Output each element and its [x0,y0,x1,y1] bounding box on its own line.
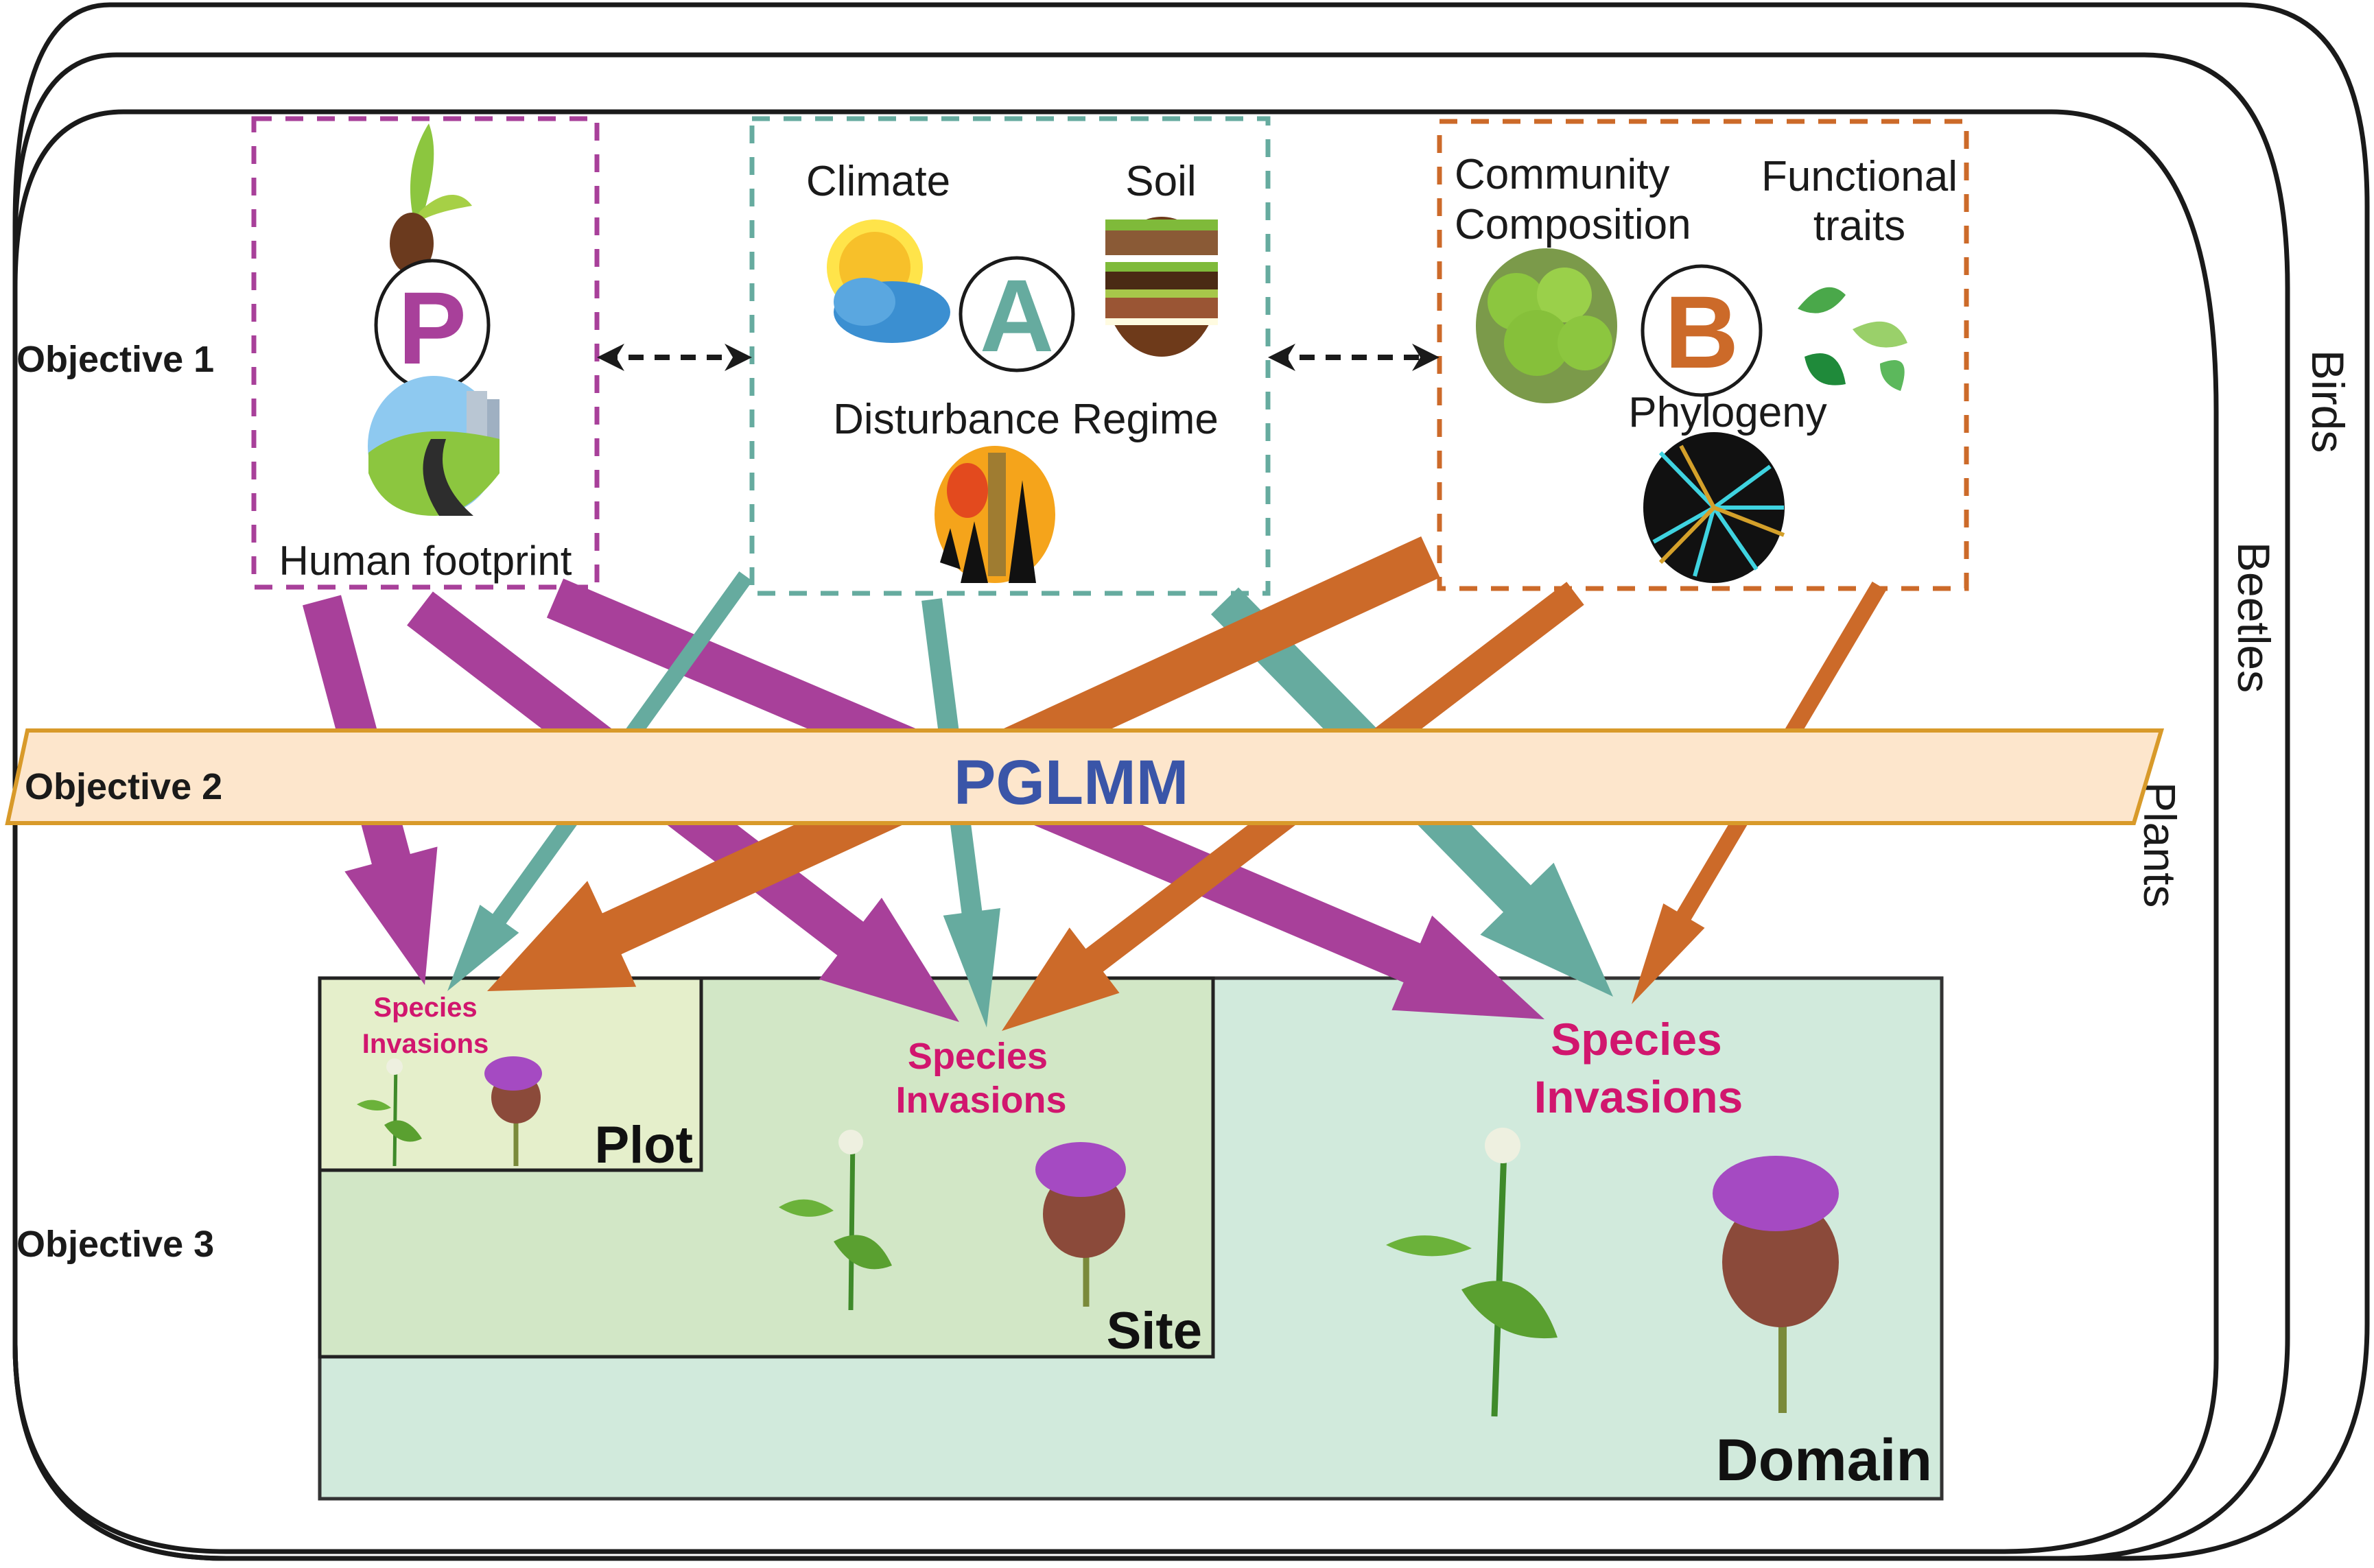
box-a-letter: A [980,258,1054,373]
disturbance-regime-label: Disturbance Regime [833,396,1219,443]
garlic-mustard-icon [779,1130,892,1311]
site-label: Site [1107,1302,1202,1360]
box-p-human-footprint: P Human footprint [251,116,600,590]
thistle-icon [484,1056,542,1166]
plot-invasions-line1: Species [373,993,477,1023]
phylogeny-tree-icon [1643,432,1785,583]
phylogeny-label: Phylogeny [1628,389,1827,436]
community-composition-label-line1: Community [1455,151,1670,198]
plot-invasions-line2: Invasions [362,1029,489,1059]
human-footprint-label: Human footprint [279,538,572,584]
frame-label-plants: Plants [2135,782,2185,907]
leaves-icon [1783,252,1923,403]
frame-label-beetles: Beetles [2229,542,2279,693]
frame-label-birds: Birds [2303,350,2353,453]
domain-invasions-line2: Invasions [1534,1071,1743,1122]
domain-label: Domain [1716,1427,1932,1493]
soil-label: Soil [1125,158,1196,205]
pglmm-label: PGLMM [954,748,1188,818]
objective-3-label: Objective 3 [16,1224,214,1265]
community-composition-label-line2: Composition [1455,201,1691,248]
landscape-road-icon [368,376,500,516]
frame-plants [12,109,2219,1554]
thistle-icon [1035,1142,1126,1307]
domain-invasions-line1: Species [1551,1014,1722,1065]
soil-layers-icon [1105,217,1218,357]
plot-label: Plot [594,1116,693,1174]
box-b-letter: B [1665,274,1739,390]
climate-label: Climate [806,158,950,205]
box-b-biotic: Community Composition Functional traits … [1437,119,1969,591]
domain-scale: Species Invasions Domain [1386,1014,1932,1493]
thistle-icon [1713,1156,1839,1413]
frame-beetles [12,52,2290,1561]
functional-traits-label-line1: Functional [1761,153,1958,200]
functional-traits-label-line2: traits [1813,202,1905,250]
trees-icon [1476,248,1617,403]
plot-scale: Species Invasions Plot [357,993,693,1174]
box-a-abiotic: Climate Soil A Disturbance Regime [749,116,1271,596]
objective-2-label: Objective 2 [25,766,222,807]
site-invasions-line1: Species [908,1036,1048,1077]
garlic-mustard-icon [1386,1128,1558,1417]
site-scale: Species Invasions Site [779,1036,1202,1360]
objective-1-label: Objective 1 [16,339,214,380]
forest-fire-icon [935,446,1055,583]
sun-cloud-icon [827,219,950,343]
pglmm-band: Objective 2 PGLMM [5,728,2165,825]
box-p-letter: P [398,270,467,385]
frame-birds [12,2,2370,1561]
site-invasions-line2: Invasions [895,1080,1066,1121]
garlic-mustard-icon [357,1058,422,1167]
